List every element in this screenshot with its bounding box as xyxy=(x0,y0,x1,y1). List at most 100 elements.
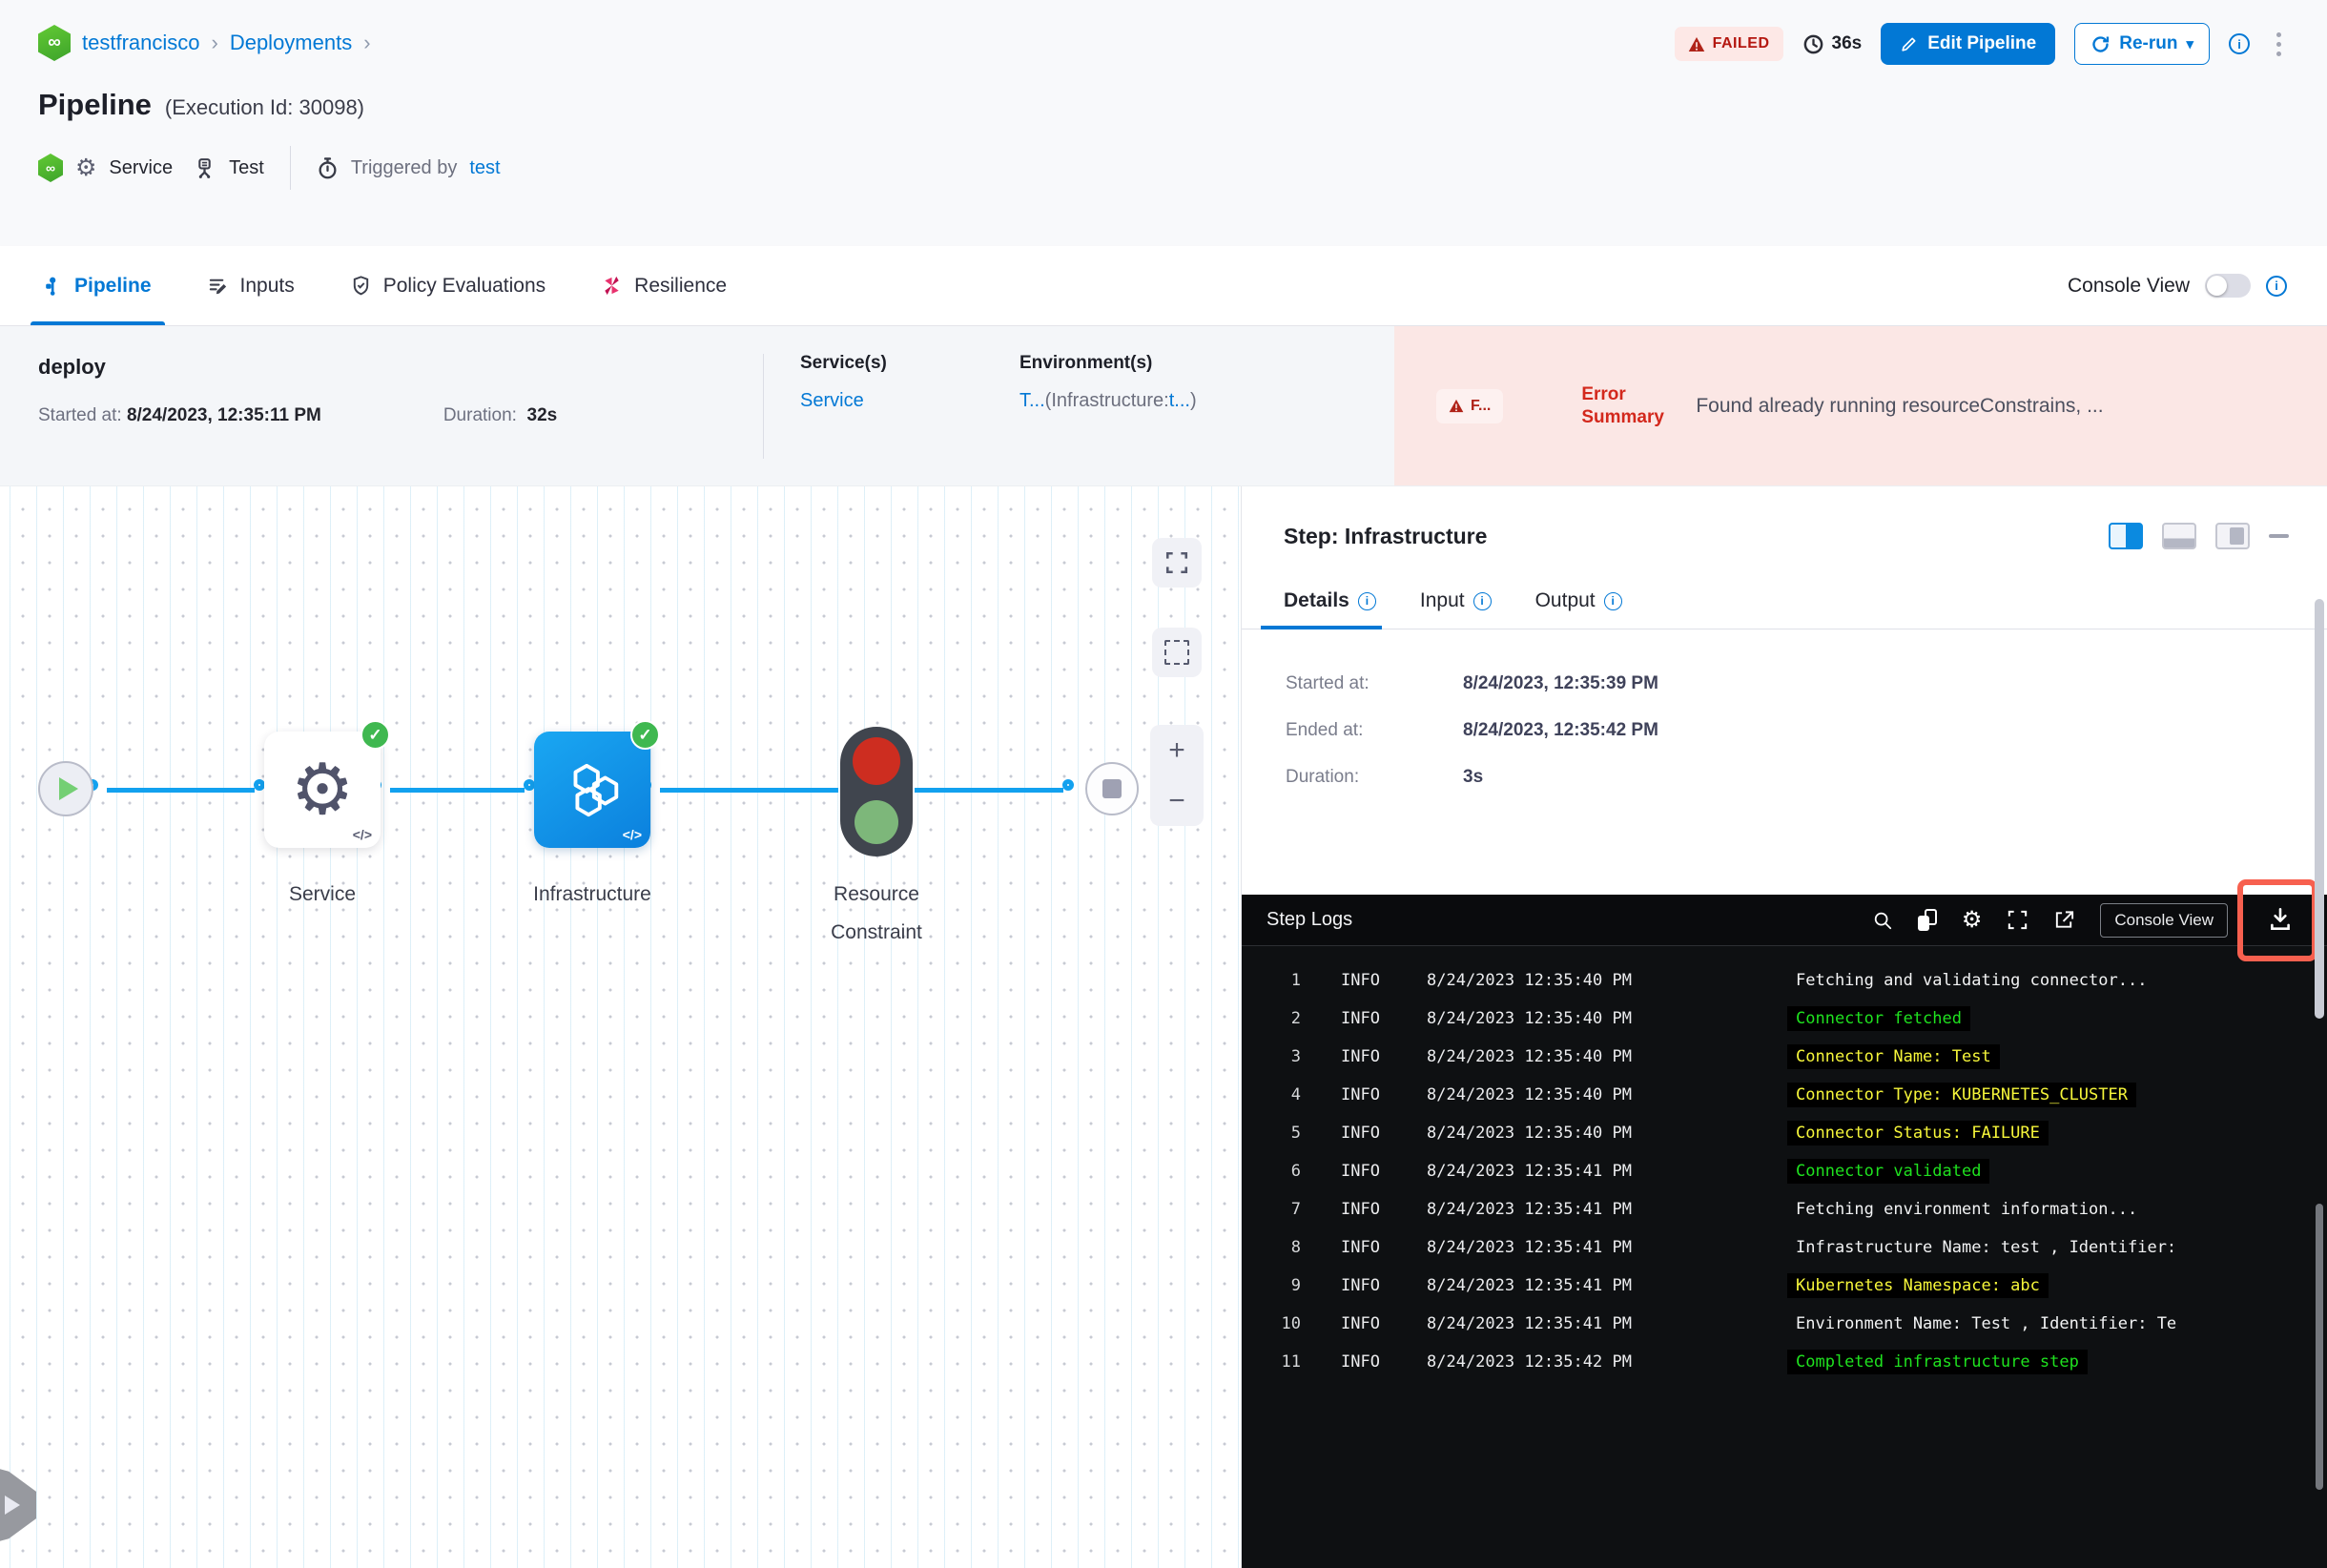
edit-pipeline-label: Edit Pipeline xyxy=(1927,33,2037,53)
stage-times: Started at: 8/24/2023, 12:35:11 PM Durat… xyxy=(38,405,763,426)
page-header: ∞ testfrancisco › Deployments › FAILED 3… xyxy=(0,0,2327,246)
expand-logs-button[interactable] xyxy=(2007,909,2028,931)
log-timestamp: 8/24/2023 12:35:40 PM xyxy=(1427,1124,1632,1143)
log-line: 8 INFO 8/24/2023 12:35:41 PM Infrastruct… xyxy=(1242,1228,2327,1267)
log-settings-button[interactable]: ⚙ xyxy=(1961,906,1983,933)
rerun-label: Re-run xyxy=(2119,33,2178,53)
main-content: + − ⚙ ✓ </> ✓ </> xyxy=(0,486,2327,1568)
service-gear-icon: ⚙ xyxy=(290,750,355,829)
copy-icon xyxy=(1917,909,1937,931)
layout-drawer-icon[interactable] xyxy=(2215,523,2250,549)
service-link[interactable]: Service xyxy=(800,390,864,411)
refresh-icon xyxy=(2092,35,2110,52)
log-timestamp: 8/24/2023 12:35:40 PM xyxy=(1427,971,1632,990)
log-level: INFO xyxy=(1341,1085,1380,1104)
info-icon[interactable]: i xyxy=(1357,591,1376,610)
open-logs-new-tab-button[interactable] xyxy=(2053,909,2075,931)
breadcrumb-project-link[interactable]: testfrancisco xyxy=(82,31,200,54)
breadcrumb-deployments-link[interactable]: Deployments xyxy=(229,31,353,54)
left-panel-expander[interactable] xyxy=(0,1463,36,1547)
node-infrastructure[interactable]: ✓ </> xyxy=(534,720,660,848)
node-label-infrastructure: Infrastructure xyxy=(533,883,651,905)
edge-start-service xyxy=(107,788,255,793)
tab-details[interactable]: Details i xyxy=(1261,589,1382,629)
tab-resilience-label: Resilience xyxy=(634,274,728,297)
code-badge: </> xyxy=(622,827,642,842)
detail-value: 3s xyxy=(1463,767,1484,787)
more-options-menu-icon[interactable] xyxy=(2269,29,2289,60)
layout-split-right-icon[interactable] xyxy=(2109,523,2143,549)
panel-scrollbar-thumb[interactable] xyxy=(2315,599,2324,1019)
node-service[interactable]: ⚙ ✓ </> xyxy=(264,720,390,848)
info-icon[interactable]: i xyxy=(1603,591,1622,610)
error-badge-label: F... xyxy=(1471,397,1492,414)
log-level: INFO xyxy=(1341,1047,1380,1066)
toggle-knob xyxy=(2207,276,2227,296)
success-check-icon: ✓ xyxy=(630,720,660,750)
download-logs-button[interactable] xyxy=(2268,906,2293,933)
log-line: 7 INFO 8/24/2023 12:35:41 PM Fetching en… xyxy=(1242,1190,2327,1228)
log-level: INFO xyxy=(1341,1276,1380,1295)
log-line-number: 6 xyxy=(1290,1162,1301,1181)
clock-icon xyxy=(1803,34,1822,53)
harness-logo-icon: ∞ xyxy=(38,154,63,182)
divider xyxy=(289,146,291,190)
infrastructure-link[interactable]: t... xyxy=(1168,390,1190,411)
log-message: Connector validated xyxy=(1787,1159,1990,1184)
log-line: 5 INFO 8/24/2023 12:35:40 PM Connector S… xyxy=(1242,1114,2327,1152)
tab-pipeline[interactable]: Pipeline xyxy=(31,246,165,325)
log-line: 4 INFO 8/24/2023 12:35:40 PM Connector T… xyxy=(1242,1076,2327,1114)
step-logs-title: Step Logs xyxy=(1266,909,1353,930)
chevron-right-icon xyxy=(5,1496,20,1515)
canvas-fullscreen-button[interactable] xyxy=(1152,538,1202,588)
edge-port xyxy=(524,779,535,791)
layout-split-bottom-icon[interactable] xyxy=(2162,523,2196,549)
logs-scrollbar-thumb[interactable] xyxy=(2316,1204,2323,1490)
stage-duration-value: 32s xyxy=(526,405,558,425)
canvas-select-button[interactable] xyxy=(1152,628,1202,677)
breadcrumb-separator: › xyxy=(211,31,218,54)
log-timestamp: 8/24/2023 12:35:41 PM xyxy=(1427,1238,1632,1257)
rerun-button[interactable]: Re-run ▾ xyxy=(2074,23,2210,65)
tab-input[interactable]: Input i xyxy=(1420,589,1492,629)
node-label-service: Service xyxy=(288,883,357,905)
code-badge: </> xyxy=(352,827,372,842)
tab-pipeline-label: Pipeline xyxy=(74,274,152,297)
node-resource-constraint[interactable] xyxy=(840,727,913,856)
tab-policy-evaluations[interactable]: Policy Evaluations xyxy=(350,246,546,325)
pipeline-start-node[interactable] xyxy=(38,761,93,816)
info-icon[interactable]: i xyxy=(1472,591,1492,610)
edit-pipeline-button[interactable]: Edit Pipeline xyxy=(1881,23,2056,65)
chevron-down-icon[interactable]: ▾ xyxy=(2186,36,2193,52)
triggered-by-user-link[interactable]: test xyxy=(469,156,501,178)
tab-policy-evaluations-label: Policy Evaluations xyxy=(382,274,546,297)
info-icon[interactable]: i xyxy=(2229,33,2250,54)
log-line-number: 9 xyxy=(1290,1276,1301,1295)
edge-resource-end xyxy=(915,788,1063,793)
title-row: Pipeline (Execution Id: 30098) xyxy=(38,88,2327,122)
zoom-out-button[interactable]: − xyxy=(1168,784,1185,816)
service-gear-icon: ⚙ xyxy=(75,154,97,181)
pipeline-end-node[interactable] xyxy=(1085,762,1139,815)
tab-resilience[interactable]: Resilience xyxy=(601,246,727,325)
error-status-badge: F... xyxy=(1436,388,1504,423)
log-line-number: 1 xyxy=(1290,971,1301,990)
search-logs-button[interactable] xyxy=(1872,910,1893,931)
success-check-icon: ✓ xyxy=(360,720,390,750)
minimize-panel-icon[interactable] xyxy=(2269,534,2289,538)
marquee-selection-icon xyxy=(1164,640,1189,665)
pipeline-canvas[interactable]: + − ⚙ ✓ </> ✓ </> xyxy=(0,486,1241,1568)
stage-summary-left: deploy Started at: 8/24/2023, 12:35:11 P… xyxy=(0,326,763,485)
console-view-button[interactable]: Console View xyxy=(2100,902,2228,938)
resilience-icon xyxy=(605,276,619,296)
zoom-in-button[interactable]: + xyxy=(1168,733,1185,766)
tab-inputs[interactable]: Inputs xyxy=(207,246,295,325)
environment-link[interactable]: T... xyxy=(1019,390,1045,411)
stage-summary-band: deploy Started at: 8/24/2023, 12:35:11 P… xyxy=(0,326,2327,486)
info-icon[interactable]: i xyxy=(2266,275,2287,297)
stage-duration-label: Duration: xyxy=(443,405,517,425)
log-level: INFO xyxy=(1341,1009,1380,1028)
console-view-toggle[interactable] xyxy=(2205,274,2251,298)
copy-logs-button[interactable] xyxy=(1917,909,1937,931)
tab-output[interactable]: Output i xyxy=(1535,589,1622,629)
